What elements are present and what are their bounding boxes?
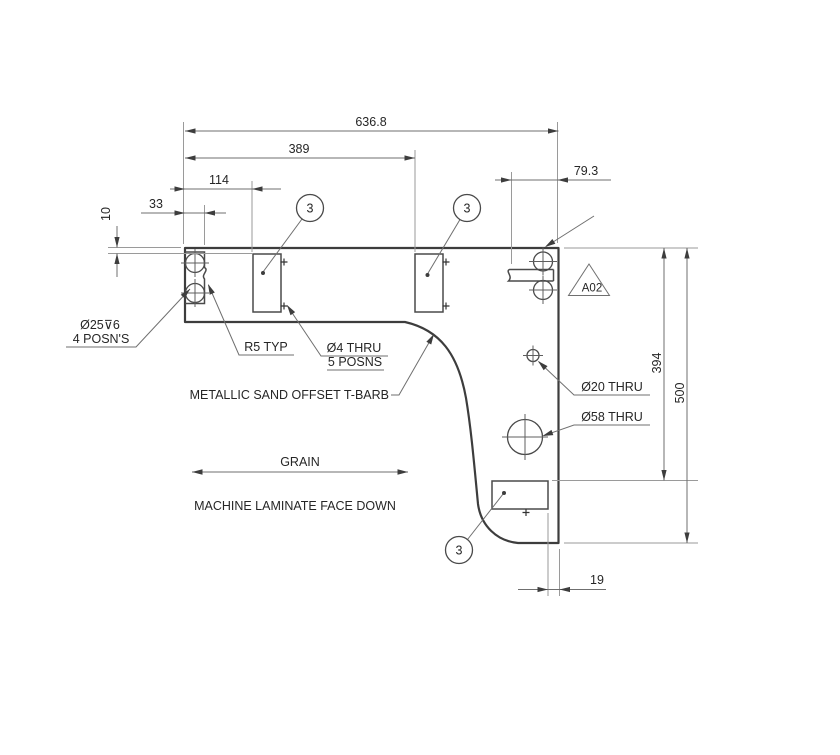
note-r5: R5 TYP — [208, 284, 294, 356]
dim-10: 10 — [99, 207, 120, 277]
balloon-1-label: 3 — [307, 202, 314, 216]
grain-label: GRAIN — [280, 455, 320, 469]
note-tbarb-label: METALLIC SAND OFFSET T-BARB — [190, 388, 389, 402]
part-outline — [183, 246, 560, 545]
extension-lines — [108, 122, 698, 596]
dim-394: 394 — [650, 248, 667, 481]
dim-label-500: 500 — [673, 383, 687, 404]
corner-leader-arrow — [545, 239, 556, 247]
dim-79-3: 79.3 — [495, 164, 611, 183]
grain-indicator: GRAIN — [192, 455, 408, 475]
dim-19: 19 — [518, 573, 606, 593]
balloon-3: 3 — [444, 491, 506, 565]
note-cbore-line1: Ø25⊽6 — [80, 318, 120, 332]
slot-rect-1 — [252, 253, 282, 313]
balloon-1: 3 — [261, 193, 325, 275]
tbarb-detail-right — [506, 247, 557, 304]
laminate-note: MACHINE LAMINATE FACE DOWN — [194, 499, 396, 513]
note-r5-label: R5 TYP — [244, 340, 288, 354]
dim-label-114: 114 — [209, 173, 229, 187]
dim-label-389: 389 — [289, 142, 310, 156]
balloon-2: 3 — [425, 193, 482, 277]
datum-flag-a02: A02 — [545, 215, 611, 296]
slot-rect-3 — [491, 480, 549, 510]
dim-label-79-3: 79.3 — [574, 164, 598, 178]
dim-label-636-8: 636.8 — [355, 115, 386, 129]
dim-overall-width: 636.8 — [185, 115, 559, 134]
dim-label-33: 33 — [149, 197, 163, 211]
dim-500: 500 — [673, 248, 690, 543]
balloon-3-label: 3 — [456, 544, 463, 558]
hole-20 — [523, 345, 543, 366]
note-cbore: Ø25⊽6 4 POSN'S — [66, 288, 191, 348]
dim-label-394: 394 — [650, 353, 664, 374]
note-hole58-label: Ø58 THRU — [581, 410, 643, 424]
datum-flag-label: A02 — [582, 283, 602, 295]
note-thru4-line2: 5 POSNS — [328, 355, 382, 369]
pierce-marks — [280, 258, 530, 516]
slot-rectangles — [252, 253, 549, 510]
dim-label-10: 10 — [99, 207, 113, 221]
note-hole20-label: Ø20 THRU — [581, 380, 643, 394]
note-thru4-line1: Ø4 THRU — [327, 341, 382, 355]
dim-label-19: 19 — [590, 573, 604, 587]
dim-114: 114 — [170, 173, 281, 192]
note-tbarb: METALLIC SAND OFFSET T-BARB — [190, 334, 434, 402]
note-thru4: Ø4 THRU 5 POSNS — [287, 305, 388, 371]
slot-rect-2 — [414, 253, 444, 313]
note-hole58: Ø58 THRU — [542, 410, 650, 437]
dim-33: 33 — [141, 197, 226, 216]
note-cbore-line2: 4 POSN'S — [73, 332, 130, 346]
balloon-2-label: 3 — [464, 202, 471, 216]
hole-58 — [502, 414, 548, 460]
note-hole20: Ø20 THRU — [538, 361, 650, 396]
dim-389: 389 — [185, 142, 415, 161]
